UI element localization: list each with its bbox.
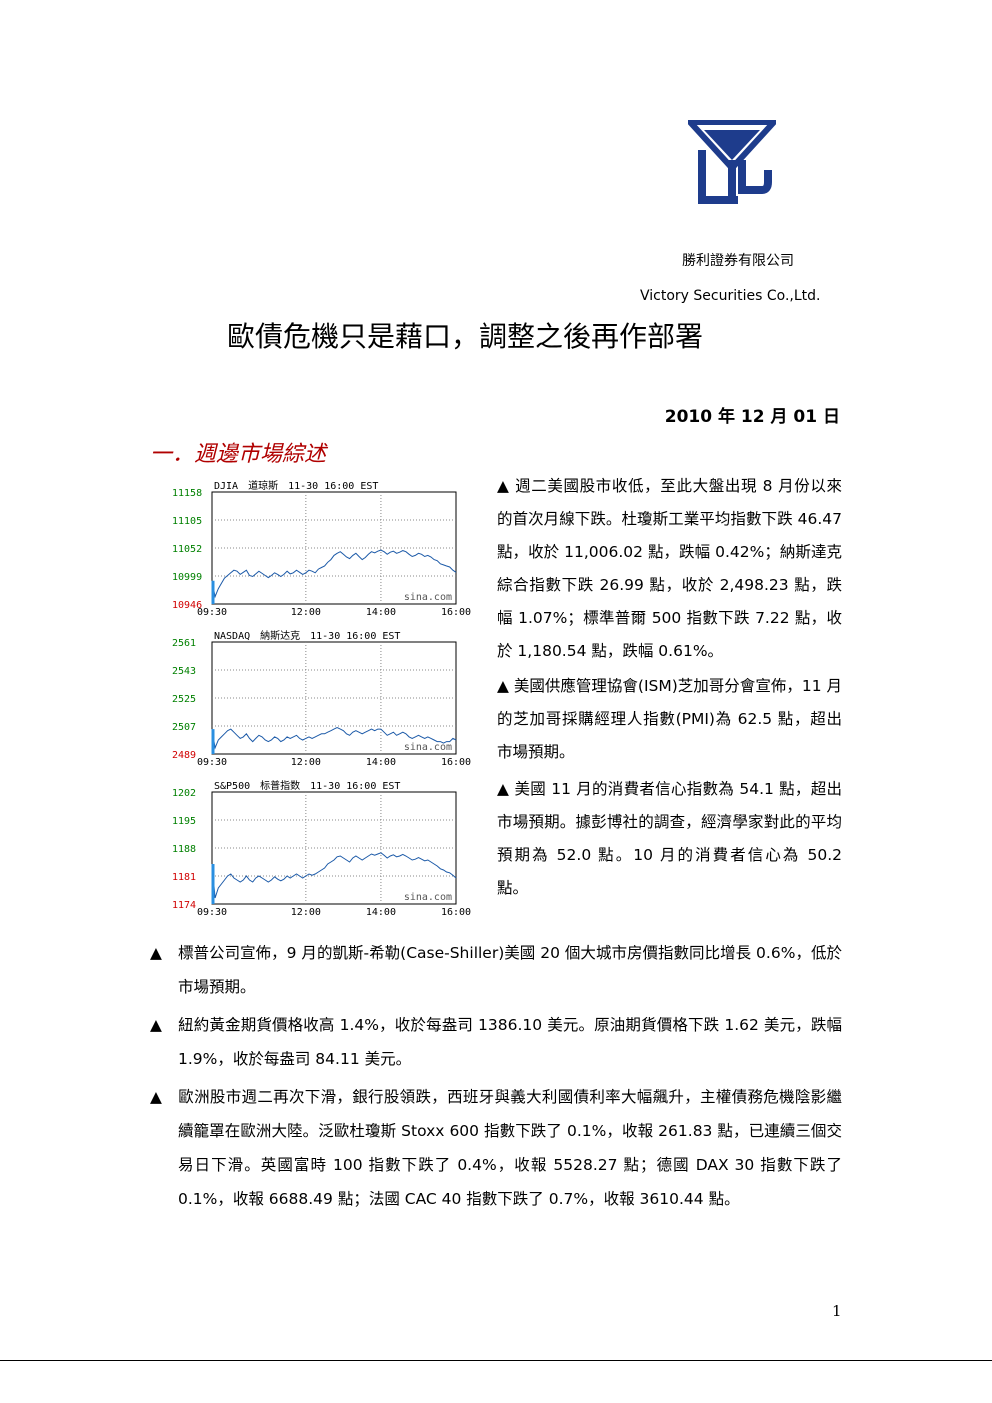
victory-securities-logo-icon [683,119,781,204]
page-number: 1 [832,1302,842,1320]
price-line [211,852,457,899]
paragraph-consumer-confidence: ▲ 美國 11 月的消費者信心指數為 54.1 點，超出市場預期。據彭博社的調查… [497,780,842,897]
x-tick-label: 09:30 [197,907,227,918]
x-tick-label: 16:00 [441,757,471,768]
paragraph-text: 標普公司宣佈，9 月的凱斯-希勒(Case-Shiller)美國 20 個大城市… [178,944,842,996]
paragraph-us-stocks: ▲ 週二美國股市收低，至此大盤出現 8 月份以來的首次月線下跌。杜瓊斯工業平均指… [497,477,842,660]
y-tick-label: 2543 [172,666,196,677]
y-tick-label: 11105 [172,516,202,527]
chart-title: S&P500 标普指数 11-30 16:00 EST [214,779,400,792]
chart-title: DJIA 道琼斯 11-30 16:00 EST [214,479,378,492]
chart-frame [211,491,457,605]
x-tick-label: 14:00 [366,757,396,768]
chart-frame [211,791,457,905]
chart-watermark: sina.com [404,742,452,753]
paragraph-gold-oil: ▲ 紐約黃金期貨價格收高 1.4%，收於每盎司 1386.10 美元。原油期貨價格… [150,1008,842,1076]
y-tick-label: 2489 [172,750,196,761]
y-tick-label: 10999 [172,572,202,583]
y-tick-label: 1188 [172,844,196,855]
market-summary-column: ▲ 週二美國股市收低，至此大盤出現 8 月份以來的首次月線下跌。杜瓊斯工業平均指… [497,470,842,905]
x-tick-label: 12:00 [291,757,321,768]
chart-watermark: sina.com [404,592,452,603]
x-tick-label: 14:00 [366,607,396,618]
price-line [211,727,457,750]
bullet-triangle-icon: ▲ [150,1016,162,1034]
paragraph-text: 歐洲股市週二再次下滑，銀行股領跌，西班牙與義大利國債利率大幅飆升，主權債務危機陰… [178,1088,842,1208]
footer-divider [0,1360,992,1361]
bullet-triangle-icon: ▲ [150,1088,162,1106]
y-tick-label: 11052 [172,544,202,555]
bullet-triangle-icon: ▲ [150,944,162,962]
chart-watermark: sina.com [404,892,452,903]
y-tick-label: 2561 [172,638,196,649]
x-tick-label: 12:00 [291,907,321,918]
chart-title: NASDAQ 納斯达克 11-30 16:00 EST [214,629,400,642]
x-tick-label: 14:00 [366,907,396,918]
y-tick-label: 1195 [172,816,196,827]
price-line [211,549,457,599]
company-name-chinese: 勝利證券有限公司 [682,253,794,269]
y-tick-label: 2507 [172,722,196,733]
y-tick-label: 10946 [172,600,202,611]
x-tick-label: 12:00 [291,607,321,618]
x-tick-label: 09:30 [197,607,227,618]
paragraph-ism-chicago: ▲ 美國供應管理協會(ISM)芝加哥分會宣佈，11 月的芝加哥採購經理人指數(P… [497,677,842,761]
y-tick-label: 1181 [172,872,196,883]
y-tick-label: 2525 [172,694,196,705]
section-heading: 一．週邊市場綜述 [150,442,327,467]
x-tick-label: 16:00 [441,607,471,618]
paragraph-text: 紐約黃金期貨價格收高 1.4%，收於每盎司 1386.10 美元。原油期貨價格下… [178,1016,842,1068]
company-name-english: Victory Securities Co.,Ltd. [640,288,821,304]
paragraph-case-shiller: ▲ 標普公司宣佈，9 月的凱斯-希勒(Case-Shiller)美國 20 個大城… [150,936,842,1004]
report-title: 歐債危機只是藉口，調整之後再作部署 [226,320,703,353]
market-summary-full: ▲ 標普公司宣佈，9 月的凱斯-希勒(Case-Shiller)美國 20 個大城… [150,936,842,1216]
x-tick-label: 09:30 [197,757,227,768]
y-tick-label: 1174 [172,900,196,911]
y-tick-label: 11158 [172,488,202,499]
paragraph-europe-stocks: ▲ 歐洲股市週二再次下滑，銀行股領跌，西班牙與義大利國債利率大幅飆升，主權債務危機… [150,1080,842,1216]
y-tick-label: 1202 [172,788,196,799]
x-tick-label: 16:00 [441,907,471,918]
company-logo [683,119,781,214]
report-date: 2010 年 12 月 01 日 [664,407,840,427]
